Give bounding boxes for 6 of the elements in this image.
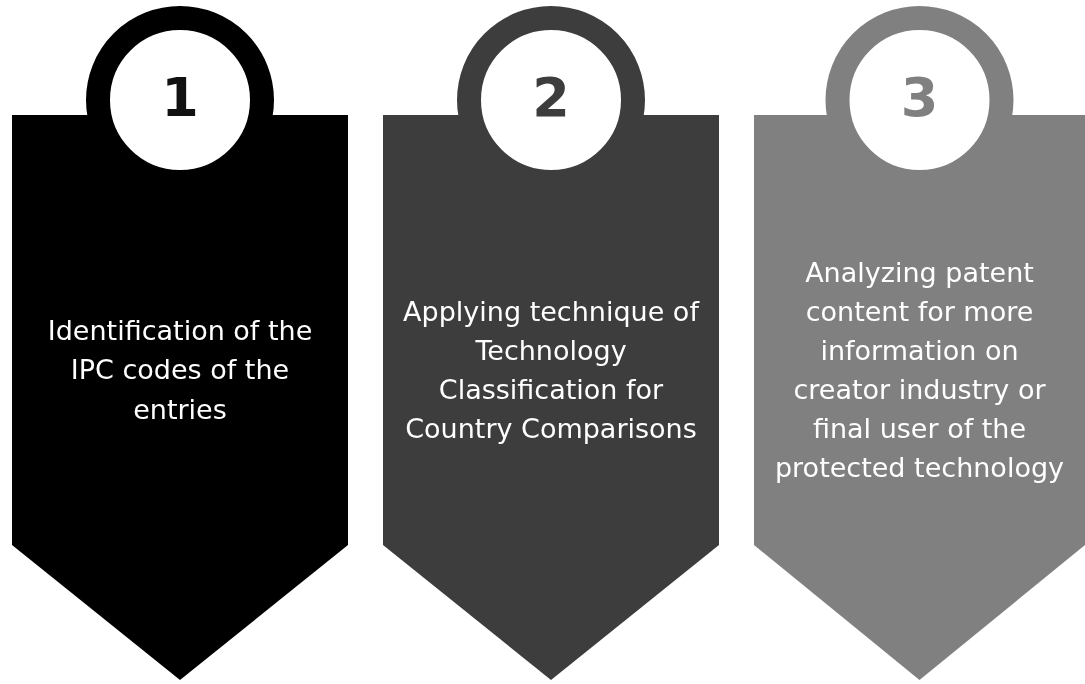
step-text: Applying technique of Technology Classification for Country Comparisons xyxy=(402,294,701,447)
step-number: 3 xyxy=(899,71,940,125)
step-number: 2 xyxy=(531,71,571,125)
step-text: Identification of the IPC codes of the entries xyxy=(46,314,314,427)
step-number: 1 xyxy=(160,71,200,125)
step-text: Analyzing patent content for more information on creator industry or final user of the protected technology xyxy=(773,255,1066,486)
